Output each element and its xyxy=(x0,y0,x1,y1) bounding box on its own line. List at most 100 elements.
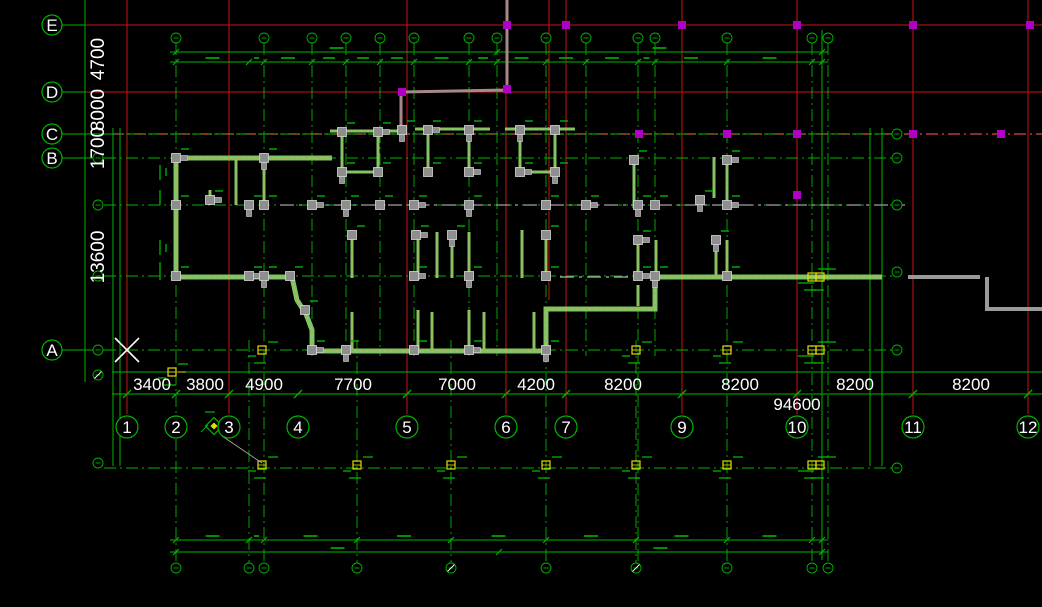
dimension-tick xyxy=(808,58,816,66)
axis-bubble-icon xyxy=(1016,415,1040,439)
dimension-tick xyxy=(582,58,590,66)
x-cross-stroke xyxy=(114,337,140,363)
column xyxy=(629,155,639,165)
dimension-lines xyxy=(170,47,828,556)
column-arm xyxy=(543,354,549,362)
magenta-point xyxy=(793,21,801,29)
dimension-tick xyxy=(122,389,132,399)
dimension-tick xyxy=(723,536,731,544)
column-dimension-label: 8200 xyxy=(721,375,759,394)
column-arm xyxy=(552,176,558,184)
column-axis-5: 5 xyxy=(395,415,419,439)
dimension-tick xyxy=(410,58,418,66)
column xyxy=(464,200,474,210)
row-axis-c: C xyxy=(41,123,63,145)
row-dimension-label: 13600 xyxy=(88,231,109,284)
dimension-tick xyxy=(495,548,503,556)
column-axis-label: 9 xyxy=(677,418,686,437)
column-arm xyxy=(642,237,650,243)
column xyxy=(285,271,295,281)
axis-bubble-icon xyxy=(217,415,241,439)
axis-bubble-icon xyxy=(164,415,188,439)
axis-bubble-icon xyxy=(41,14,63,36)
dimension-tick xyxy=(818,48,826,56)
column xyxy=(722,271,732,281)
column-dimension-label: 3800 xyxy=(186,375,224,394)
dimension-tick xyxy=(908,389,918,399)
row-axis-label: A xyxy=(46,341,58,360)
column-axis-11: 11 xyxy=(901,415,925,439)
dimension-tick xyxy=(818,536,826,544)
column xyxy=(307,200,317,210)
column xyxy=(244,271,254,281)
magenta-point xyxy=(793,130,801,138)
column xyxy=(347,230,357,240)
column-arm xyxy=(261,162,267,170)
axis-bubble-slash xyxy=(632,564,640,572)
row-dimension-label: 1700 xyxy=(88,127,109,169)
row-axis-e: E xyxy=(41,14,63,36)
column xyxy=(550,125,560,135)
magenta-point xyxy=(1026,21,1034,29)
axis-bubble-slash xyxy=(447,564,455,572)
magenta-point xyxy=(503,85,511,93)
magenta-point xyxy=(909,130,917,138)
axis-bubble-icon xyxy=(901,415,925,439)
column xyxy=(423,167,433,177)
column xyxy=(541,271,551,281)
column xyxy=(650,200,660,210)
column-axis-9: 9 xyxy=(670,415,694,439)
magenta-point xyxy=(909,21,917,29)
dimension-tick xyxy=(172,548,180,556)
wall-hatch xyxy=(291,276,546,352)
marker-core xyxy=(210,422,218,430)
column xyxy=(171,271,181,281)
column-axis-7: 7 xyxy=(554,415,578,439)
column xyxy=(259,200,269,210)
row-dimension-label: 4700 xyxy=(88,38,109,80)
column xyxy=(411,230,421,240)
wall xyxy=(173,158,292,280)
row-axis-label: C xyxy=(46,125,58,144)
column-axis-label: 10 xyxy=(788,418,807,437)
column-dimension-label: 8200 xyxy=(836,375,874,394)
magenta-point xyxy=(503,21,511,29)
column-arm xyxy=(382,129,390,135)
column-arm xyxy=(180,155,188,161)
column xyxy=(633,200,643,210)
column-arm xyxy=(418,273,426,279)
column-arm xyxy=(261,280,267,288)
column-dimensions: 3400 3800 4900 7700 7000 4200 8200 8200 … xyxy=(133,375,990,414)
column xyxy=(409,345,419,355)
column-arm xyxy=(466,134,472,142)
axis-bubble-icon xyxy=(785,415,809,439)
column-arm xyxy=(432,127,440,133)
gray-polyline xyxy=(985,277,1042,311)
axis-bubble-icon xyxy=(41,81,63,103)
axis-bubble-icon xyxy=(395,415,419,439)
wall xyxy=(543,274,882,351)
column-arm xyxy=(420,232,428,238)
column xyxy=(633,235,643,245)
wall xyxy=(518,129,557,174)
column xyxy=(259,153,269,163)
dimension-tick xyxy=(245,58,253,66)
column-arm xyxy=(635,209,641,217)
column-arm xyxy=(473,347,481,353)
row-axes: E D C B A xyxy=(41,14,63,361)
dimension-tick xyxy=(723,58,731,66)
column-arm xyxy=(316,202,324,208)
dimension-tick xyxy=(818,548,826,556)
column-arm xyxy=(642,273,650,279)
column-axis-label: 5 xyxy=(402,418,411,437)
column-arm xyxy=(697,204,703,212)
dimension-tick xyxy=(172,536,180,544)
column xyxy=(541,345,551,355)
total-dimension-label: 94600 xyxy=(773,395,820,414)
columns xyxy=(171,125,739,362)
dimension-tick xyxy=(1023,389,1033,399)
dimension-tick xyxy=(171,389,181,399)
column-axis-label: 4 xyxy=(293,418,302,437)
column-arm xyxy=(524,169,532,175)
